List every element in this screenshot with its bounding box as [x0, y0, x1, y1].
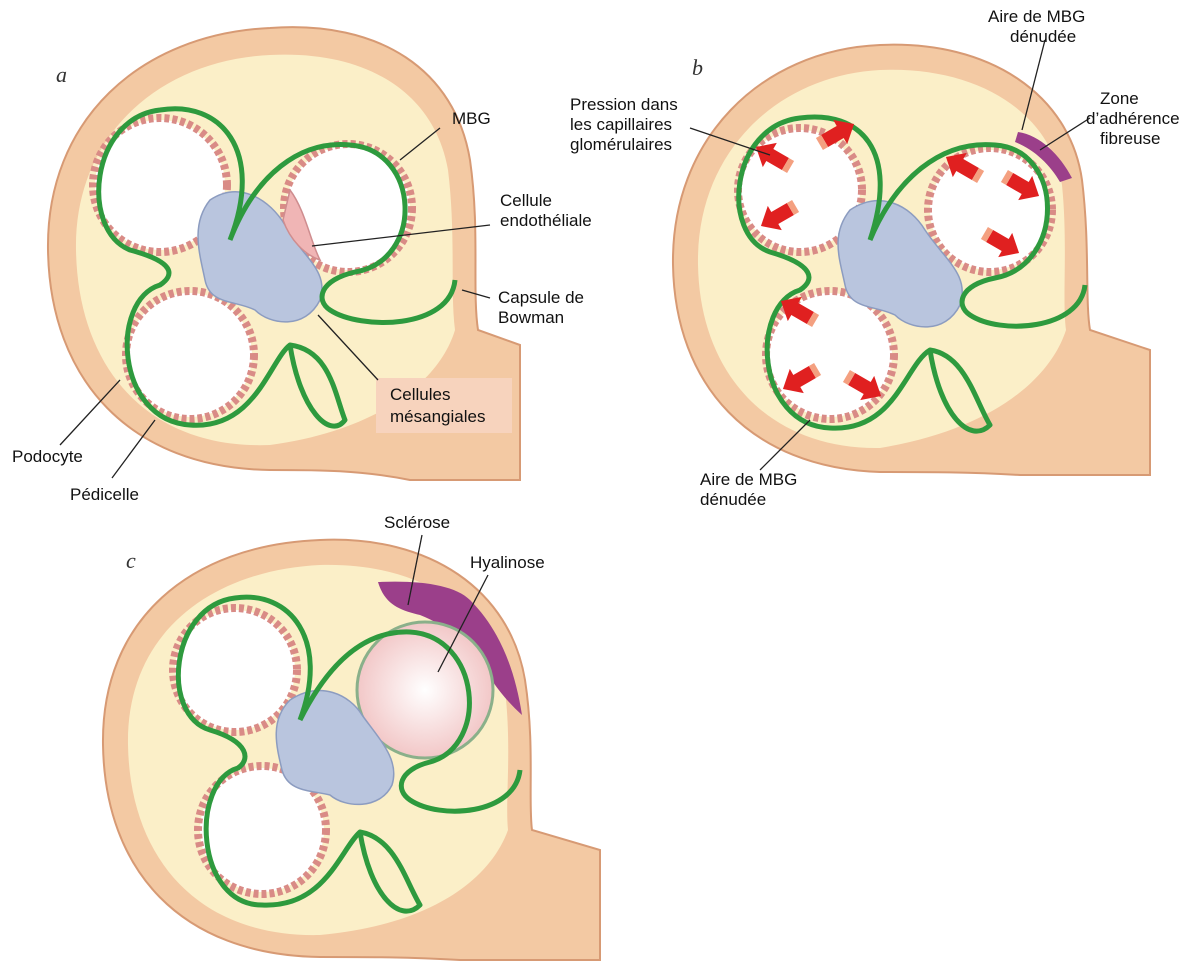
label-mesangial-2: mésangiales [390, 407, 485, 426]
label-denuded-bottom-2: dénudée [700, 490, 766, 509]
label-podocyte: Podocyte [12, 447, 83, 466]
label-mbg: MBG [452, 109, 491, 128]
label-adhesion-1: Zone [1100, 89, 1139, 108]
label-adhesion-2: d’adhérence [1086, 109, 1180, 128]
label-endothelial-2: endothéliale [500, 211, 592, 230]
label-capsule-2: Bowman [498, 308, 564, 327]
label-pressure-2: les capillaires [570, 115, 672, 134]
label-denuded-top-1: Aire de MBG [988, 7, 1085, 26]
label-hyalinosis: Hyalinose [470, 553, 545, 572]
label-denuded-bottom-1: Aire de MBG [700, 470, 797, 489]
label-capsule-1: Capsule de [498, 288, 584, 307]
label-denuded-top-2: dénudée [1010, 27, 1076, 46]
panel-letter-c: c [126, 548, 136, 573]
panel-a: a MBG Cellule endothéliale Capsule de Bo… [12, 27, 592, 504]
panel-letter-a: a [56, 62, 67, 87]
label-pressure-3: glomérulaires [570, 135, 672, 154]
panel-letter-b: b [692, 55, 703, 80]
label-pedicelle: Pédicelle [70, 485, 139, 504]
panel-c: c Sclérose Hyalinose [103, 513, 600, 960]
label-pressure-1: Pression dans [570, 95, 678, 114]
label-mesangial-1: Cellules [390, 385, 450, 404]
label-adhesion-3: fibreuse [1100, 129, 1160, 148]
label-endothelial-1: Cellule [500, 191, 552, 210]
label-sclerosis: Sclérose [384, 513, 450, 532]
panel-b: b Aire de MBG dénudée Pression dans les … [570, 7, 1180, 509]
